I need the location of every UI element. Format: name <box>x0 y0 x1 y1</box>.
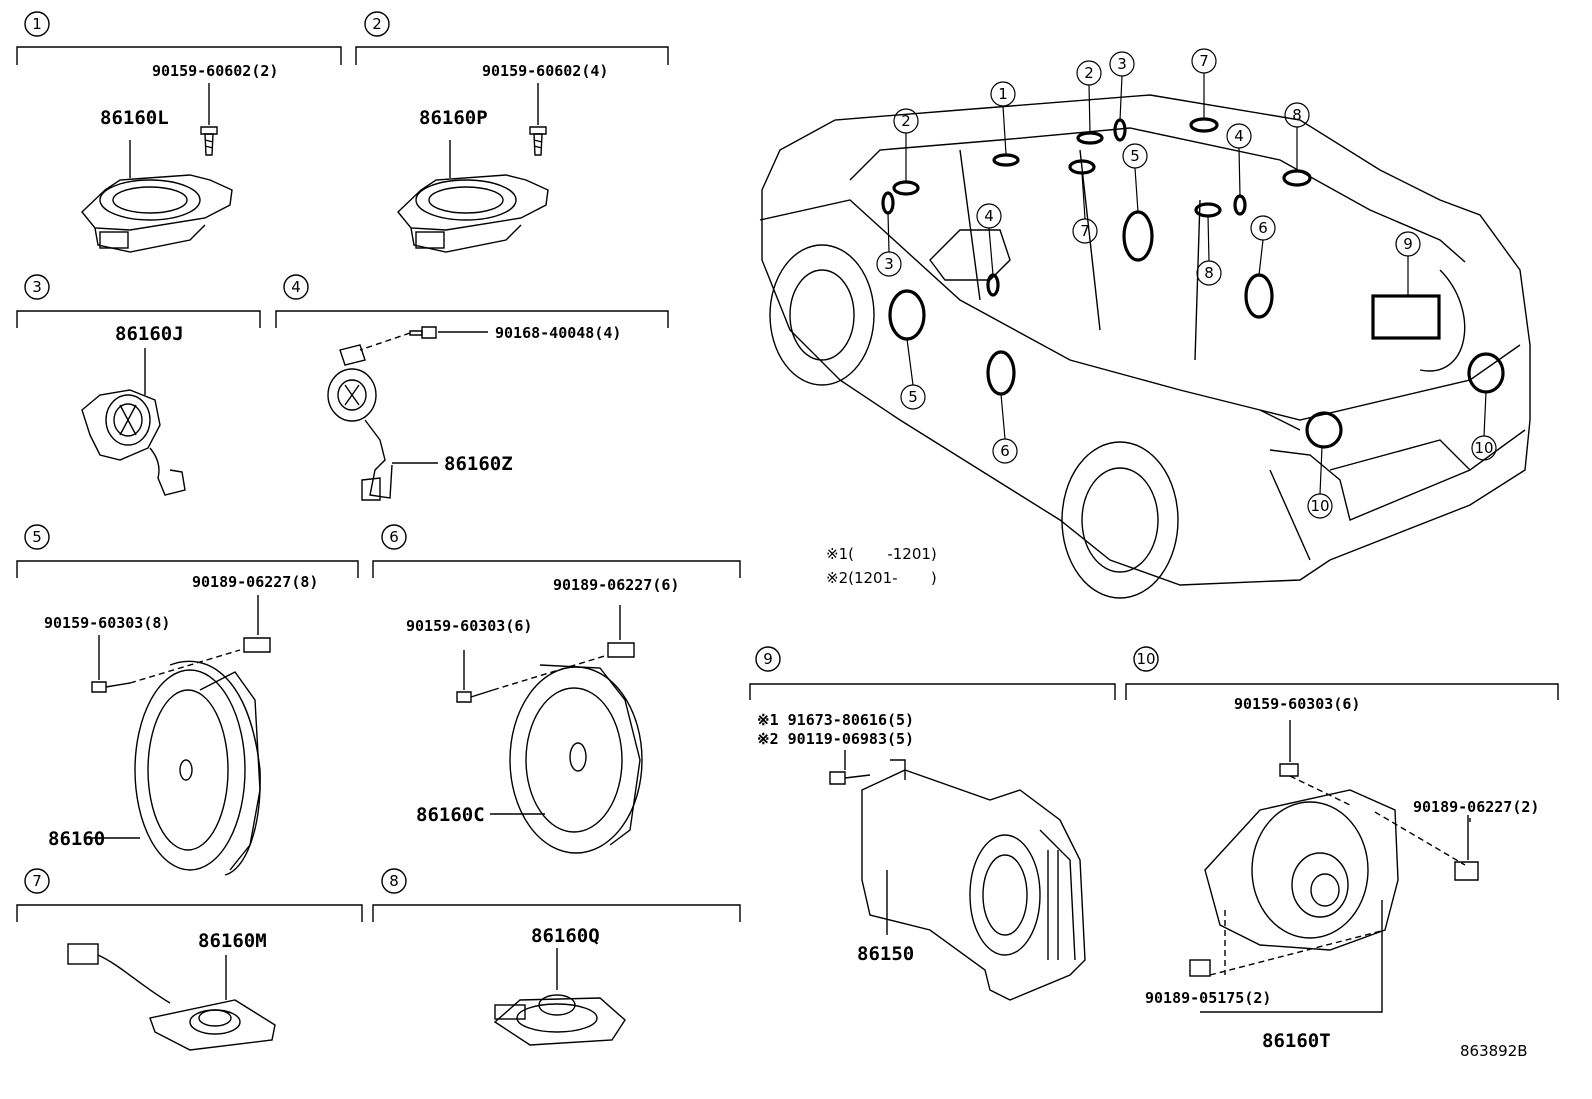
part-86160: 86160 <box>48 828 105 850</box>
vehicle-callout-5a: 5 <box>1130 147 1140 165</box>
panel-7-index: 7 <box>32 872 42 890</box>
panel-3-index: 3 <box>32 278 42 296</box>
vehicle-speaker-markers <box>881 117 1505 449</box>
speaker-86160T-drawing <box>1189 720 1479 1013</box>
panel-index-circles <box>24 11 1159 894</box>
panel-9-index: 9 <box>763 650 773 668</box>
speaker-86160Z-drawing <box>327 326 488 501</box>
speaker-86160M-drawing <box>67 943 276 1051</box>
part-86150: 86150 <box>857 943 914 965</box>
part-86160T: 86160T <box>1262 1030 1331 1052</box>
panel-8-index: 8 <box>389 872 399 890</box>
panel-1-index: 1 <box>32 15 42 33</box>
part-86160P: 86160P <box>419 107 488 129</box>
vehicle-callout-6a: 6 <box>1258 219 1268 237</box>
applicability-note-1: ※1( -1201) <box>826 545 937 563</box>
nut-90189-05175-2: 90189-05175(2) <box>1145 989 1271 1007</box>
vehicle-callout-7b: 7 <box>1080 222 1090 240</box>
vehicle-callout-5b: 5 <box>908 388 918 406</box>
speaker-86160L-drawing <box>81 83 233 253</box>
vehicle-callout-8a: 8 <box>1292 106 1302 124</box>
screw-90159-60303-6-t: 90159-60303(6) <box>1234 695 1360 713</box>
clip-90189-06227-8: 90189-06227(8) <box>192 573 318 591</box>
subwoofer-86150-drawing <box>829 750 1086 1001</box>
clip-90189-06227-2: 90189-06227(2) <box>1413 798 1539 816</box>
vehicle-callout-9: 9 <box>1403 235 1413 253</box>
vehicle-callout-circles <box>876 48 1497 519</box>
vehicle-callout-3b: 3 <box>884 255 894 273</box>
vehicle-callout-3a: 3 <box>1117 55 1127 73</box>
vehicle-callout-2b: 2 <box>1084 64 1094 82</box>
vehicle-callout-7a: 7 <box>1199 52 1209 70</box>
vehicle-callout-4a: 4 <box>1234 127 1244 145</box>
panel-2-index: 2 <box>372 15 382 33</box>
fastener-note-1: ※1 91673-80616(5) <box>757 711 914 729</box>
panel-5-index: 5 <box>32 528 42 546</box>
vehicle-callout-10b: 10 <box>1474 439 1493 457</box>
part-86160Q: 86160Q <box>531 925 600 947</box>
speaker-86160J-drawing <box>81 348 186 496</box>
screw-90159-60303-8: 90159-60303(8) <box>44 614 170 632</box>
fastener-90159-60602-2: 90159-60602(2) <box>152 62 278 80</box>
fastener-note-2: ※2 90119-06983(5) <box>757 730 914 748</box>
panel-brackets <box>16 46 1559 922</box>
panel-6-index: 6 <box>389 528 399 546</box>
speaker-86160Q-drawing <box>493 948 626 1046</box>
speaker-86160P-drawing <box>397 83 549 253</box>
vehicle-callout-8b: 8 <box>1204 264 1214 282</box>
applicability-note-2: ※2(1201- ) <box>826 569 937 587</box>
fastener-90159-60602-4: 90159-60602(4) <box>482 62 608 80</box>
part-86160M: 86160M <box>198 930 267 952</box>
clip-90189-06227-6: 90189-06227(6) <box>553 576 679 594</box>
fastener-90168-40048-4: 90168-40048(4) <box>495 324 621 342</box>
panel-10-index: 10 <box>1136 650 1155 668</box>
speaker-86160-drawing <box>85 595 271 876</box>
vehicle-callout-1: 1 <box>998 85 1008 103</box>
drawing-code: 863892B <box>1460 1042 1528 1060</box>
part-86160J: 86160J <box>115 323 184 345</box>
panel-4-index: 4 <box>291 278 301 296</box>
speaker-86160C-drawing <box>456 605 643 854</box>
vehicle-callout-6b: 6 <box>1000 442 1010 460</box>
vehicle-callout-2a: 2 <box>901 112 911 130</box>
part-86160C: 86160C <box>416 804 485 826</box>
vehicle-callout-10a: 10 <box>1310 497 1329 515</box>
vehicle-outline <box>759 94 1531 599</box>
vehicle-callout-4b: 4 <box>984 207 994 225</box>
part-86160L: 86160L <box>100 107 169 129</box>
screw-90159-60303-6: 90159-60303(6) <box>406 617 532 635</box>
part-86160Z: 86160Z <box>444 453 513 475</box>
